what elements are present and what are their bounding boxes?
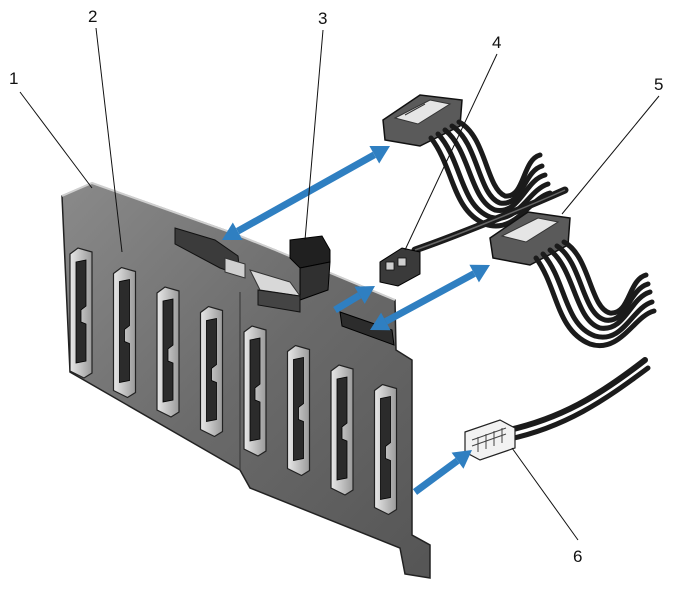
drive-connector-slot bbox=[112, 266, 137, 399]
callout-5: 5 bbox=[654, 75, 663, 94]
signal-cable bbox=[464, 357, 651, 461]
drive-connector-slot bbox=[373, 383, 398, 516]
drive-connector-slot bbox=[199, 305, 224, 438]
arrow-sas-cable-a bbox=[222, 146, 390, 240]
arrow-sas-cable-b bbox=[370, 264, 490, 331]
leader-4 bbox=[404, 53, 498, 251]
arrow-power-cable bbox=[333, 286, 375, 314]
leader-5 bbox=[561, 95, 660, 215]
leader-2 bbox=[95, 27, 123, 253]
insertion-arrows bbox=[222, 146, 490, 495]
sas-cable-a-wires bbox=[428, 119, 553, 229]
drive-connector-slot bbox=[69, 247, 93, 379]
callout-4: 4 bbox=[492, 33, 501, 52]
power-cable bbox=[379, 186, 569, 287]
drive-connector-slot bbox=[156, 286, 180, 418]
arrow-signal-cable bbox=[412, 450, 472, 495]
callout-2: 2 bbox=[88, 7, 97, 26]
sas-cable-b bbox=[489, 211, 657, 349]
sas-cable-b-wires bbox=[533, 239, 657, 349]
drive-connector-slot bbox=[243, 325, 267, 457]
drive-connector-slot bbox=[330, 364, 354, 496]
power-connector bbox=[379, 247, 421, 287]
backplane-board bbox=[61, 181, 431, 579]
leader-1 bbox=[19, 91, 93, 189]
center-clip bbox=[249, 269, 302, 313]
callout-6: 6 bbox=[573, 547, 582, 566]
callouts: 1 2 3 4 5 6 bbox=[9, 7, 663, 566]
release-latch bbox=[289, 235, 331, 301]
backplane-top-tab bbox=[174, 227, 246, 279]
callout-1: 1 bbox=[9, 69, 18, 88]
leader-6 bbox=[511, 447, 579, 541]
leader-3 bbox=[304, 29, 324, 241]
drive-connector-slots bbox=[69, 247, 398, 516]
drive-connector-slot bbox=[286, 344, 311, 477]
callout-3: 3 bbox=[318, 9, 327, 28]
